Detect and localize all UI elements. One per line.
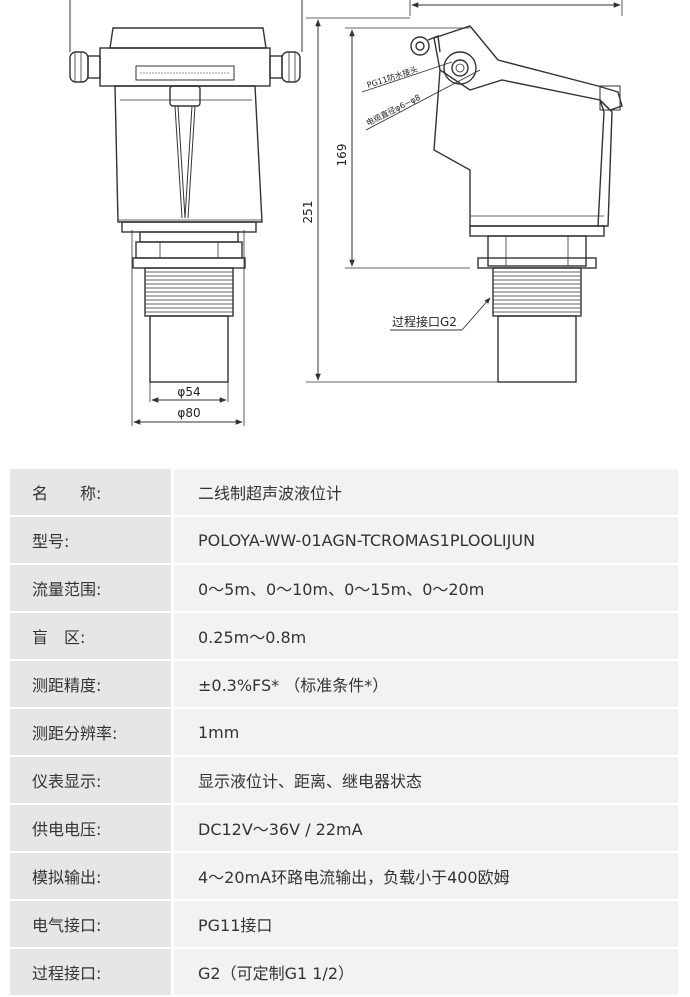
table-row: 测距分辨率:1mm [10, 709, 678, 755]
spec-value: 0～5m、0～10m、0～15m、0～20m [174, 565, 678, 611]
spec-value: POLOYA-WW-01AGN-TCROMAS1PLOOLIJUN [174, 517, 678, 563]
label-cable-diameter: 电缆直径φ6~φ8 [364, 92, 421, 128]
spec-value: ±0.3%FS* （标准条件*） [174, 661, 678, 707]
table-row: 仪表显示:显示液位计、距离、继电器状态 [10, 757, 678, 803]
table-row: 型号:POLOYA-WW-01AGN-TCROMAS1PLOOLIJUN [10, 517, 678, 563]
spec-value: 二线制超声波液位计 [174, 469, 678, 515]
table-row: 模拟输出:4～20mA环路电流输出，负载小于400欧姆 [10, 853, 678, 899]
label-process-connection: 过程接口G2 [392, 314, 457, 329]
table-row: 测距精度:±0.3%FS* （标准条件*） [10, 661, 678, 707]
spec-label: 测距精度: [10, 661, 174, 707]
technical-drawing: φ54 φ80 [69, 0, 623, 426]
label-cable-gland: PG11防水接头 [366, 64, 420, 90]
spec-value: 显示液位计、距离、继电器状态 [174, 757, 678, 803]
front-view [69, 0, 303, 426]
table-row: 盲 区:0.25m～0.8m [10, 613, 678, 659]
spec-label: 供电电压: [10, 805, 174, 851]
spec-value: DC12V～36V / 22mA [174, 805, 678, 851]
spec-label: 过程接口: [10, 949, 174, 995]
spec-label: 流量范围: [10, 565, 174, 611]
side-view [306, 0, 623, 383]
spec-label: 名 称: [10, 469, 174, 515]
spec-value: PG11接口 [174, 901, 678, 947]
table-row: 电气接口:PG11接口 [10, 901, 678, 947]
table-row: 名 称:二线制超声波液位计 [10, 469, 678, 515]
dim-height-total: 251 [301, 201, 315, 224]
spec-value: 1mm [174, 709, 678, 755]
dim-diameter-small: φ54 [177, 385, 200, 399]
spec-label: 盲 区: [10, 613, 174, 659]
table-row: 供电电压:DC12V～36V / 22mA [10, 805, 678, 851]
spec-value: 0.25m～0.8m [174, 613, 678, 659]
dim-height-upper: 169 [335, 144, 349, 167]
spec-label: 模拟输出: [10, 853, 174, 899]
dim-diameter-large: φ80 [177, 406, 200, 420]
spec-label: 电气接口: [10, 901, 174, 947]
spec-label: 测距分辨率: [10, 709, 174, 755]
spec-value: 4～20mA环路电流输出，负载小于400欧姆 [174, 853, 678, 899]
table-row: 过程接口:G2（可定制G1 1/2） [10, 949, 678, 995]
spec-table: 名 称:二线制超声波液位计型号:POLOYA-WW-01AGN-TCROMAS1… [10, 467, 678, 997]
spec-value: G2（可定制G1 1/2） [174, 949, 678, 995]
spec-label: 型号: [10, 517, 174, 563]
spec-label: 仪表显示: [10, 757, 174, 803]
table-row: 流量范围:0～5m、0～10m、0～15m、0～20m [10, 565, 678, 611]
spec-table-body: 名 称:二线制超声波液位计型号:POLOYA-WW-01AGN-TCROMAS1… [10, 469, 678, 995]
